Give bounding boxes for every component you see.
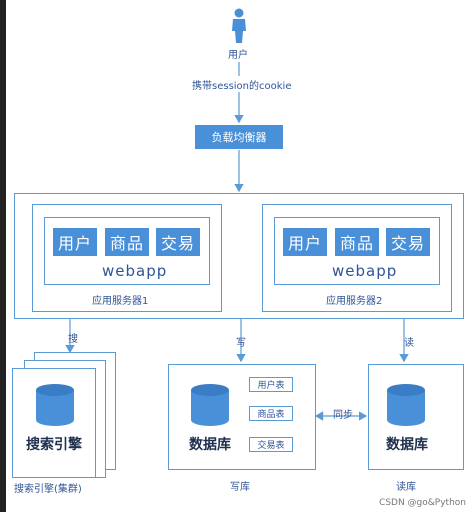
- table-trades: 交易表: [249, 437, 293, 452]
- sync-arrow-label: 同步: [333, 410, 353, 421]
- read-database-icon: [387, 384, 425, 426]
- module-product-1: 商品: [105, 228, 149, 256]
- module-trade-1: 交易: [156, 228, 200, 256]
- write-database-icon: [191, 384, 229, 426]
- user-person-icon: [232, 8, 246, 43]
- window-edge: [0, 0, 6, 512]
- load-balancer-box: 负载均衡器: [195, 125, 283, 149]
- watermark: CSDN @go&Python: [379, 498, 466, 508]
- user-label: 用户: [228, 50, 248, 61]
- write-db-caption: 写库: [230, 482, 250, 493]
- search-engine-database-icon: [36, 384, 74, 426]
- app-server-2-title: 应用服务器2: [326, 296, 383, 307]
- module-user-1: 用户: [53, 228, 97, 256]
- table-users: 用户表: [249, 377, 293, 392]
- module-user-2: 用户: [283, 228, 327, 256]
- read-db-name: 数据库: [386, 437, 428, 453]
- app-server-1-title: 应用服务器1: [92, 296, 149, 307]
- search-arrow-label: 搜: [68, 334, 78, 345]
- module-trade-2: 交易: [386, 228, 430, 256]
- search-engine-name: 搜索引擎: [26, 437, 82, 453]
- carry-cookie-label: 携带session的cookie: [192, 81, 292, 92]
- webapp-1-label: webapp: [102, 262, 168, 280]
- write-arrow-label: 写: [236, 338, 246, 349]
- read-arrow-label: 读: [404, 338, 414, 349]
- read-db-caption: 读库: [396, 482, 416, 493]
- table-products: 商品表: [249, 406, 293, 421]
- write-db-name: 数据库: [189, 437, 231, 453]
- module-product-2: 商品: [335, 228, 379, 256]
- load-balancer-label: 负载均衡器: [211, 131, 267, 144]
- webapp-2-label: webapp: [332, 262, 398, 280]
- search-engine-caption: 搜索引擎(集群): [14, 484, 82, 495]
